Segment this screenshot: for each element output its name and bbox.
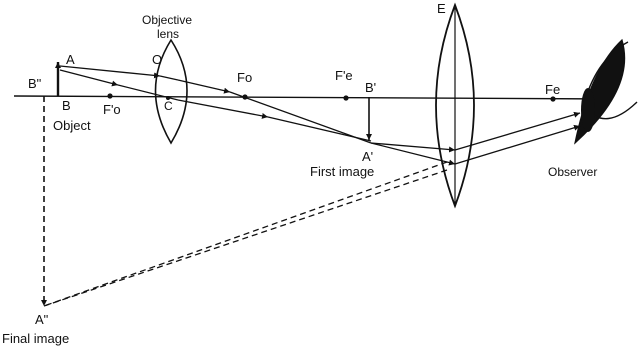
- object-label: Object: [53, 118, 91, 133]
- objective-lens-label-line2: lens: [157, 27, 179, 41]
- virtual-ray-upper: [43, 161, 448, 307]
- eyepiece-lens: [435, 2, 475, 209]
- ray-lower-to-first-image-b: [267, 116, 372, 142]
- ray-upper-to-first-image-b: [229, 91, 372, 144]
- label-e: E: [437, 1, 446, 16]
- ray-upper-objective: [59, 65, 161, 79]
- objective-lens-label-line1: Objective: [142, 13, 192, 27]
- label-a-prime: A': [362, 149, 373, 164]
- label-o: O: [152, 52, 162, 67]
- ray-lower-objective: [59, 69, 119, 87]
- focal-point-fo-dot: [242, 94, 248, 100]
- observer-eye: [574, 38, 638, 145]
- label-fo: Fo: [237, 70, 252, 85]
- label-fe-prime: F'e: [335, 68, 353, 83]
- ray-first-to-eyepiece-upper: [370, 142, 456, 153]
- ray-upper-to-first-image: [177, 79, 231, 94]
- first-image-label: First image: [310, 164, 374, 179]
- ray-lower-to-first-image: [177, 99, 269, 119]
- objective-lens: [154, 38, 188, 145]
- ray-eyepiece-to-observer-lower: [454, 124, 581, 165]
- focal-point-fo-prime-dot: [107, 93, 113, 99]
- principal-axis: [13, 95, 613, 100]
- final-image-label: Final image: [2, 331, 69, 346]
- focal-point-fe-dot: [550, 96, 556, 102]
- label-c: C: [164, 99, 173, 113]
- label-a: A: [66, 52, 75, 67]
- observer-label: Observer: [548, 165, 597, 179]
- virtual-ray-lower: [43, 169, 448, 307]
- label-fo-prime: F'o: [103, 102, 121, 117]
- label-b-double-prime: B": [28, 76, 42, 91]
- focal-point-fe-prime-dot: [343, 95, 349, 101]
- ray-eyepiece-to-observer-upper: [454, 111, 581, 151]
- label-b: B: [62, 98, 71, 113]
- optical-center-c-dot: [166, 96, 170, 100]
- label-a-double-prime: A": [35, 312, 49, 327]
- label-fe: Fe: [545, 82, 560, 97]
- ray-upper-objective-b: [159, 75, 179, 81]
- ray-first-to-eyepiece-lower: [370, 142, 456, 166]
- label-b-prime: B': [365, 80, 376, 95]
